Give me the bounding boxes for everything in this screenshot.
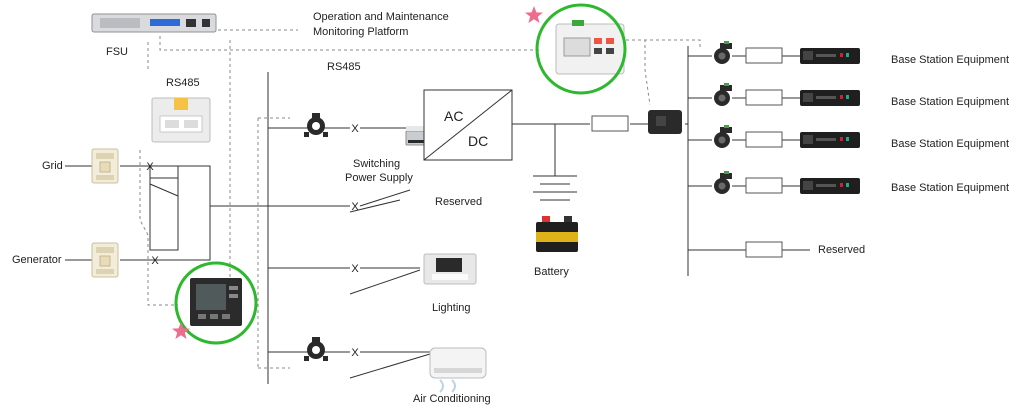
fsu-label: FSU xyxy=(106,46,128,58)
switch-air-conditioning: X xyxy=(351,347,359,359)
base-station-label-4: Base Station Equipment xyxy=(891,182,1010,194)
current-transformer-icon xyxy=(714,83,732,106)
ac-label: AC xyxy=(444,108,463,124)
power-lines xyxy=(65,46,810,384)
battery-label: Battery xyxy=(534,266,569,278)
current-transformer-icon xyxy=(714,125,732,148)
dc-meter-highlight xyxy=(535,3,627,95)
battery-icon xyxy=(536,216,578,252)
dc-meter-icon xyxy=(555,20,625,75)
grid-label: Grid xyxy=(42,160,63,172)
base-station-label-3: Base Station Equipment xyxy=(891,138,1010,150)
current-transformer-icon xyxy=(304,113,328,137)
star-icon xyxy=(172,322,190,339)
base-station-equipment-icon xyxy=(800,48,860,64)
grid-breaker-icon xyxy=(91,148,119,184)
fsu-device-icon xyxy=(91,13,217,33)
rs485-meter-icon xyxy=(151,97,211,143)
generator-breaker-icon xyxy=(91,242,119,278)
current-transformer-icon xyxy=(714,171,732,194)
rs485-label-center: RS485 xyxy=(327,61,361,73)
base-station-equipment-icon xyxy=(800,132,860,148)
power-meter-icon xyxy=(190,278,242,326)
base-station-label-1: Base Station Equipment xyxy=(891,54,1010,66)
star-icon xyxy=(525,6,543,23)
dc-current-sensor-icon xyxy=(648,110,682,134)
lighting-label: Lighting xyxy=(432,302,471,314)
generator-label: Generator xyxy=(12,254,62,266)
current-transformer-icon xyxy=(304,337,328,361)
switching-supply-label-line1: Switching xyxy=(353,158,401,170)
switch-switching-supply: X xyxy=(351,123,359,135)
air-conditioning-label: Air Conditioning xyxy=(413,393,491,405)
rs485-label-left: RS485 xyxy=(166,77,200,89)
rectifier-box: AC DC xyxy=(423,89,513,161)
platform-label-line2: Monitoring Platform xyxy=(313,26,409,38)
switch-marks: X X X X X X xyxy=(146,123,359,359)
power-meter-highlight xyxy=(174,261,258,345)
reserved-label-mid: Reserved xyxy=(435,196,483,208)
fuse-boxes xyxy=(591,47,783,258)
base-station-equipment-icon xyxy=(800,90,860,106)
switch-lighting: X xyxy=(351,263,359,275)
switching-supply-label-line2: Power Supply xyxy=(345,172,413,184)
switch-grid: X xyxy=(146,161,154,173)
platform-label-line1: Operation and Maintenance xyxy=(313,11,449,23)
dc-label: DC xyxy=(468,133,488,149)
dashed-comm-lines xyxy=(139,29,701,369)
switch-generator: X xyxy=(151,255,159,267)
switch-reserved: X xyxy=(351,201,359,213)
base-station-label-2: Base Station Equipment xyxy=(891,96,1010,108)
base-station-equipment-icon xyxy=(800,178,860,194)
reserved-label-right: Reserved xyxy=(818,244,866,256)
current-transformer-icon xyxy=(714,41,732,64)
lighting-fixture-icon xyxy=(423,253,477,285)
air-conditioner-icon xyxy=(429,347,487,393)
